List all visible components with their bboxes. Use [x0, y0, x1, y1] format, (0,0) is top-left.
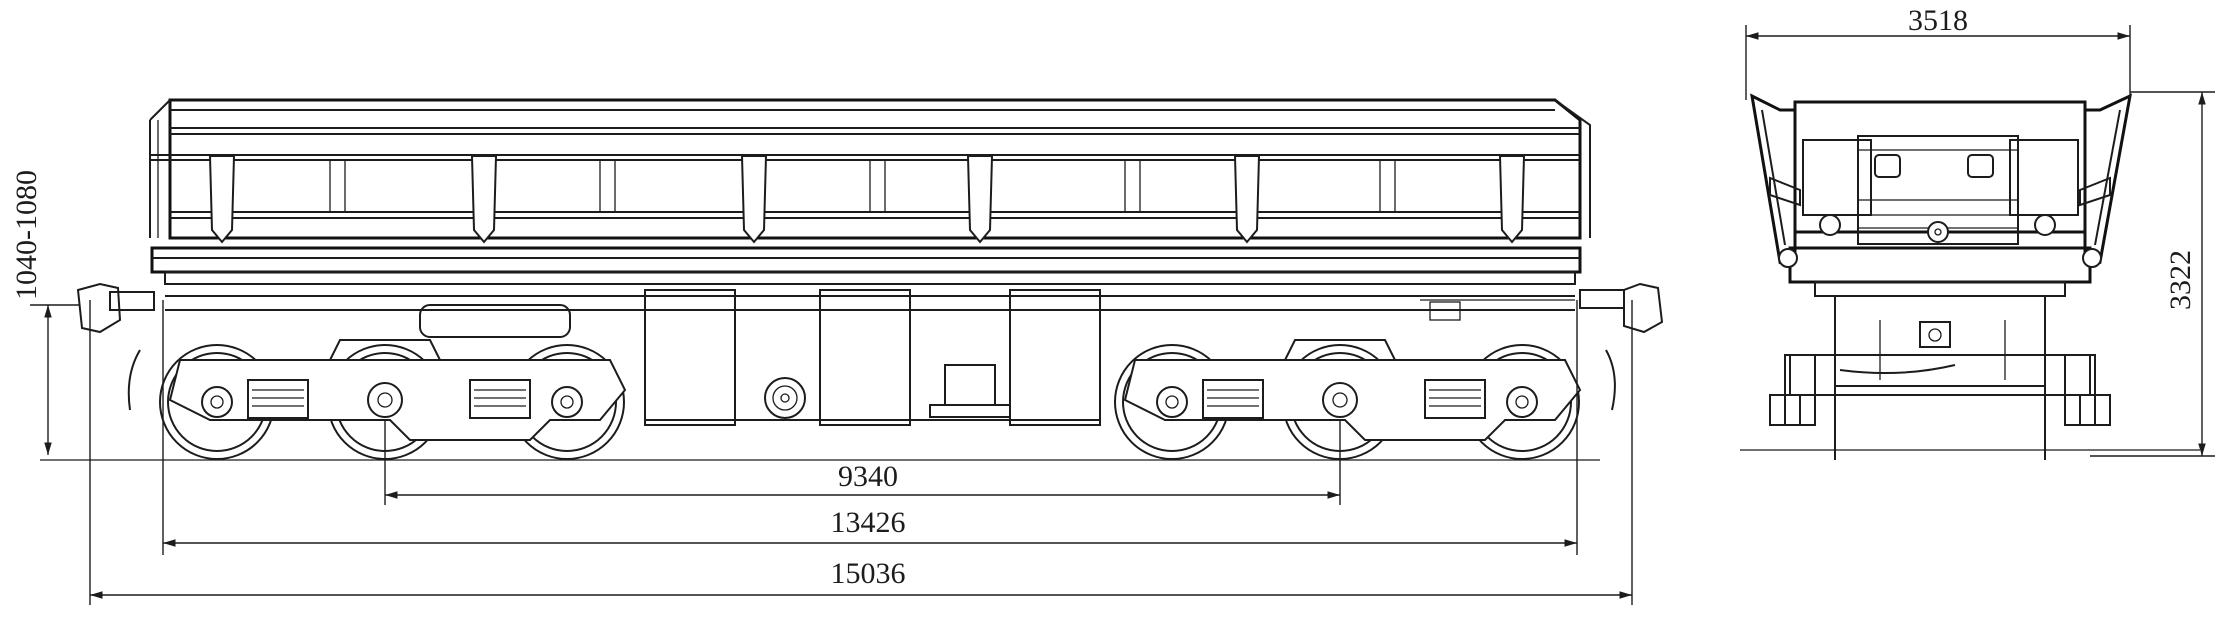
dim-bogie-centers: 9340: [384, 420, 1341, 505]
end-view: 3518 3322: [1740, 4, 2215, 460]
side-body: [149, 98, 1591, 244]
dim-coupling-length: 13426: [162, 300, 1578, 555]
height-label: 3322: [2164, 250, 2197, 310]
end-bogie: [1769, 281, 2111, 460]
bogie-centers-label: 9340: [838, 460, 898, 493]
dim-overall-length: 15036: [89, 300, 1633, 605]
coupler-height-label: 1040-1080: [10, 170, 43, 300]
end-body: [1750, 93, 2132, 284]
right-coupler: [1579, 282, 1664, 411]
width-label: 3518: [1908, 4, 1968, 37]
coupling-length-label: 13426: [831, 506, 906, 539]
left-coupler: [76, 282, 155, 411]
overall-length-label: 15036: [831, 557, 906, 590]
dim-width: 3518: [1745, 4, 2131, 100]
left-bogie: [159, 339, 627, 460]
side-underframe: [150, 246, 1582, 426]
dim-coupler-height: 1040-1080: [10, 170, 80, 455]
right-bogie: [1114, 339, 1582, 460]
dim-height: 3322: [2090, 91, 2215, 457]
side-view: 1040-1080 9340 13426 15036: [10, 98, 1664, 605]
